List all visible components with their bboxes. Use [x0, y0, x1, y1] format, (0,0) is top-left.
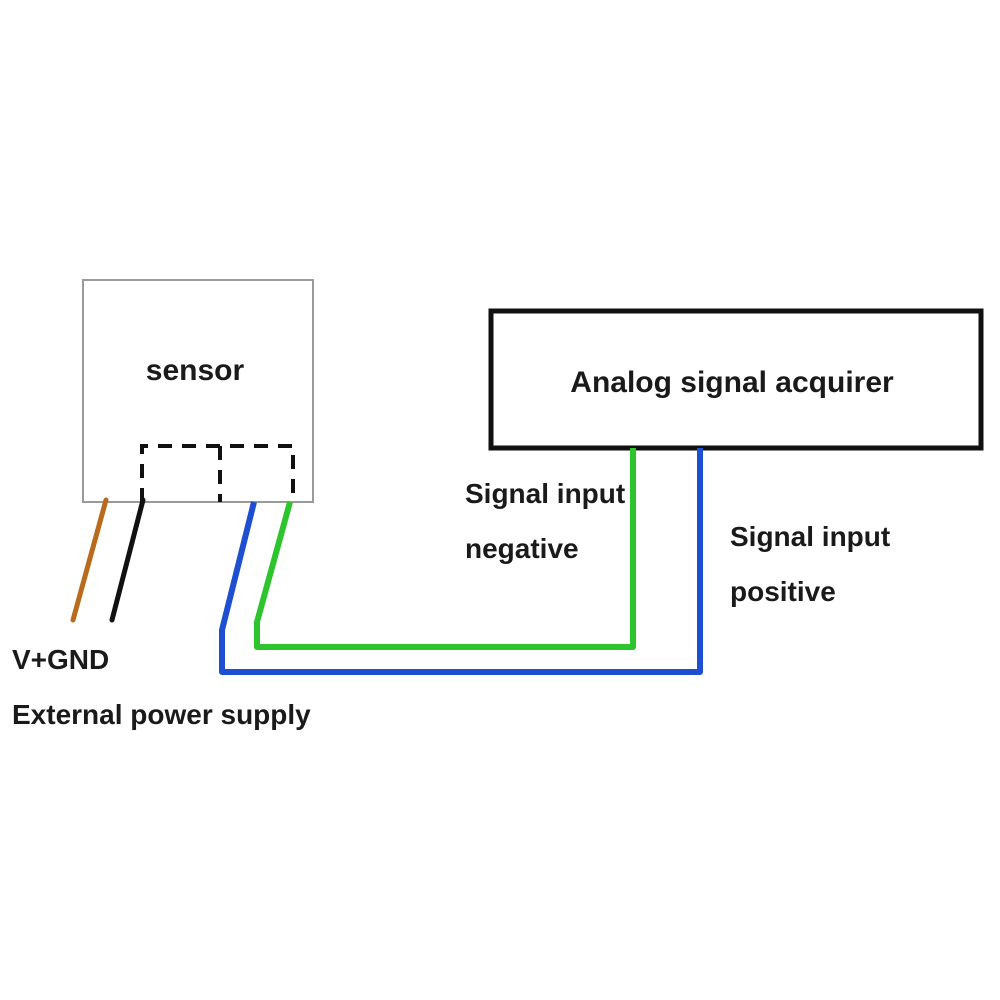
power-supply-label: V+GND External power supply	[12, 644, 311, 730]
signal-positive-wire	[219, 448, 703, 675]
signal-negative-line1: Signal input	[465, 478, 625, 509]
signal-positive-label: Signal input positive	[730, 521, 898, 607]
signal-positive-line2: positive	[730, 576, 836, 607]
terminal-outline	[140, 444, 295, 502]
signal-negative-label: Signal input negative	[465, 478, 633, 564]
sensor-box	[82, 279, 314, 503]
power-positive-wire	[70, 497, 109, 623]
ground-wire	[109, 497, 146, 623]
signal-positive-line1: Signal input	[730, 521, 890, 552]
acquirer-box	[488, 308, 984, 451]
signal-negative-wire	[254, 448, 636, 650]
power-line1: V+GND	[12, 644, 109, 675]
signal-negative-line2: negative	[465, 533, 579, 564]
sensor-label: sensor	[146, 354, 245, 387]
power-line2: External power supply	[12, 699, 311, 730]
sensor-terminal-block	[140, 444, 295, 502]
acquirer-label: Analog signal acquirer	[570, 366, 894, 399]
